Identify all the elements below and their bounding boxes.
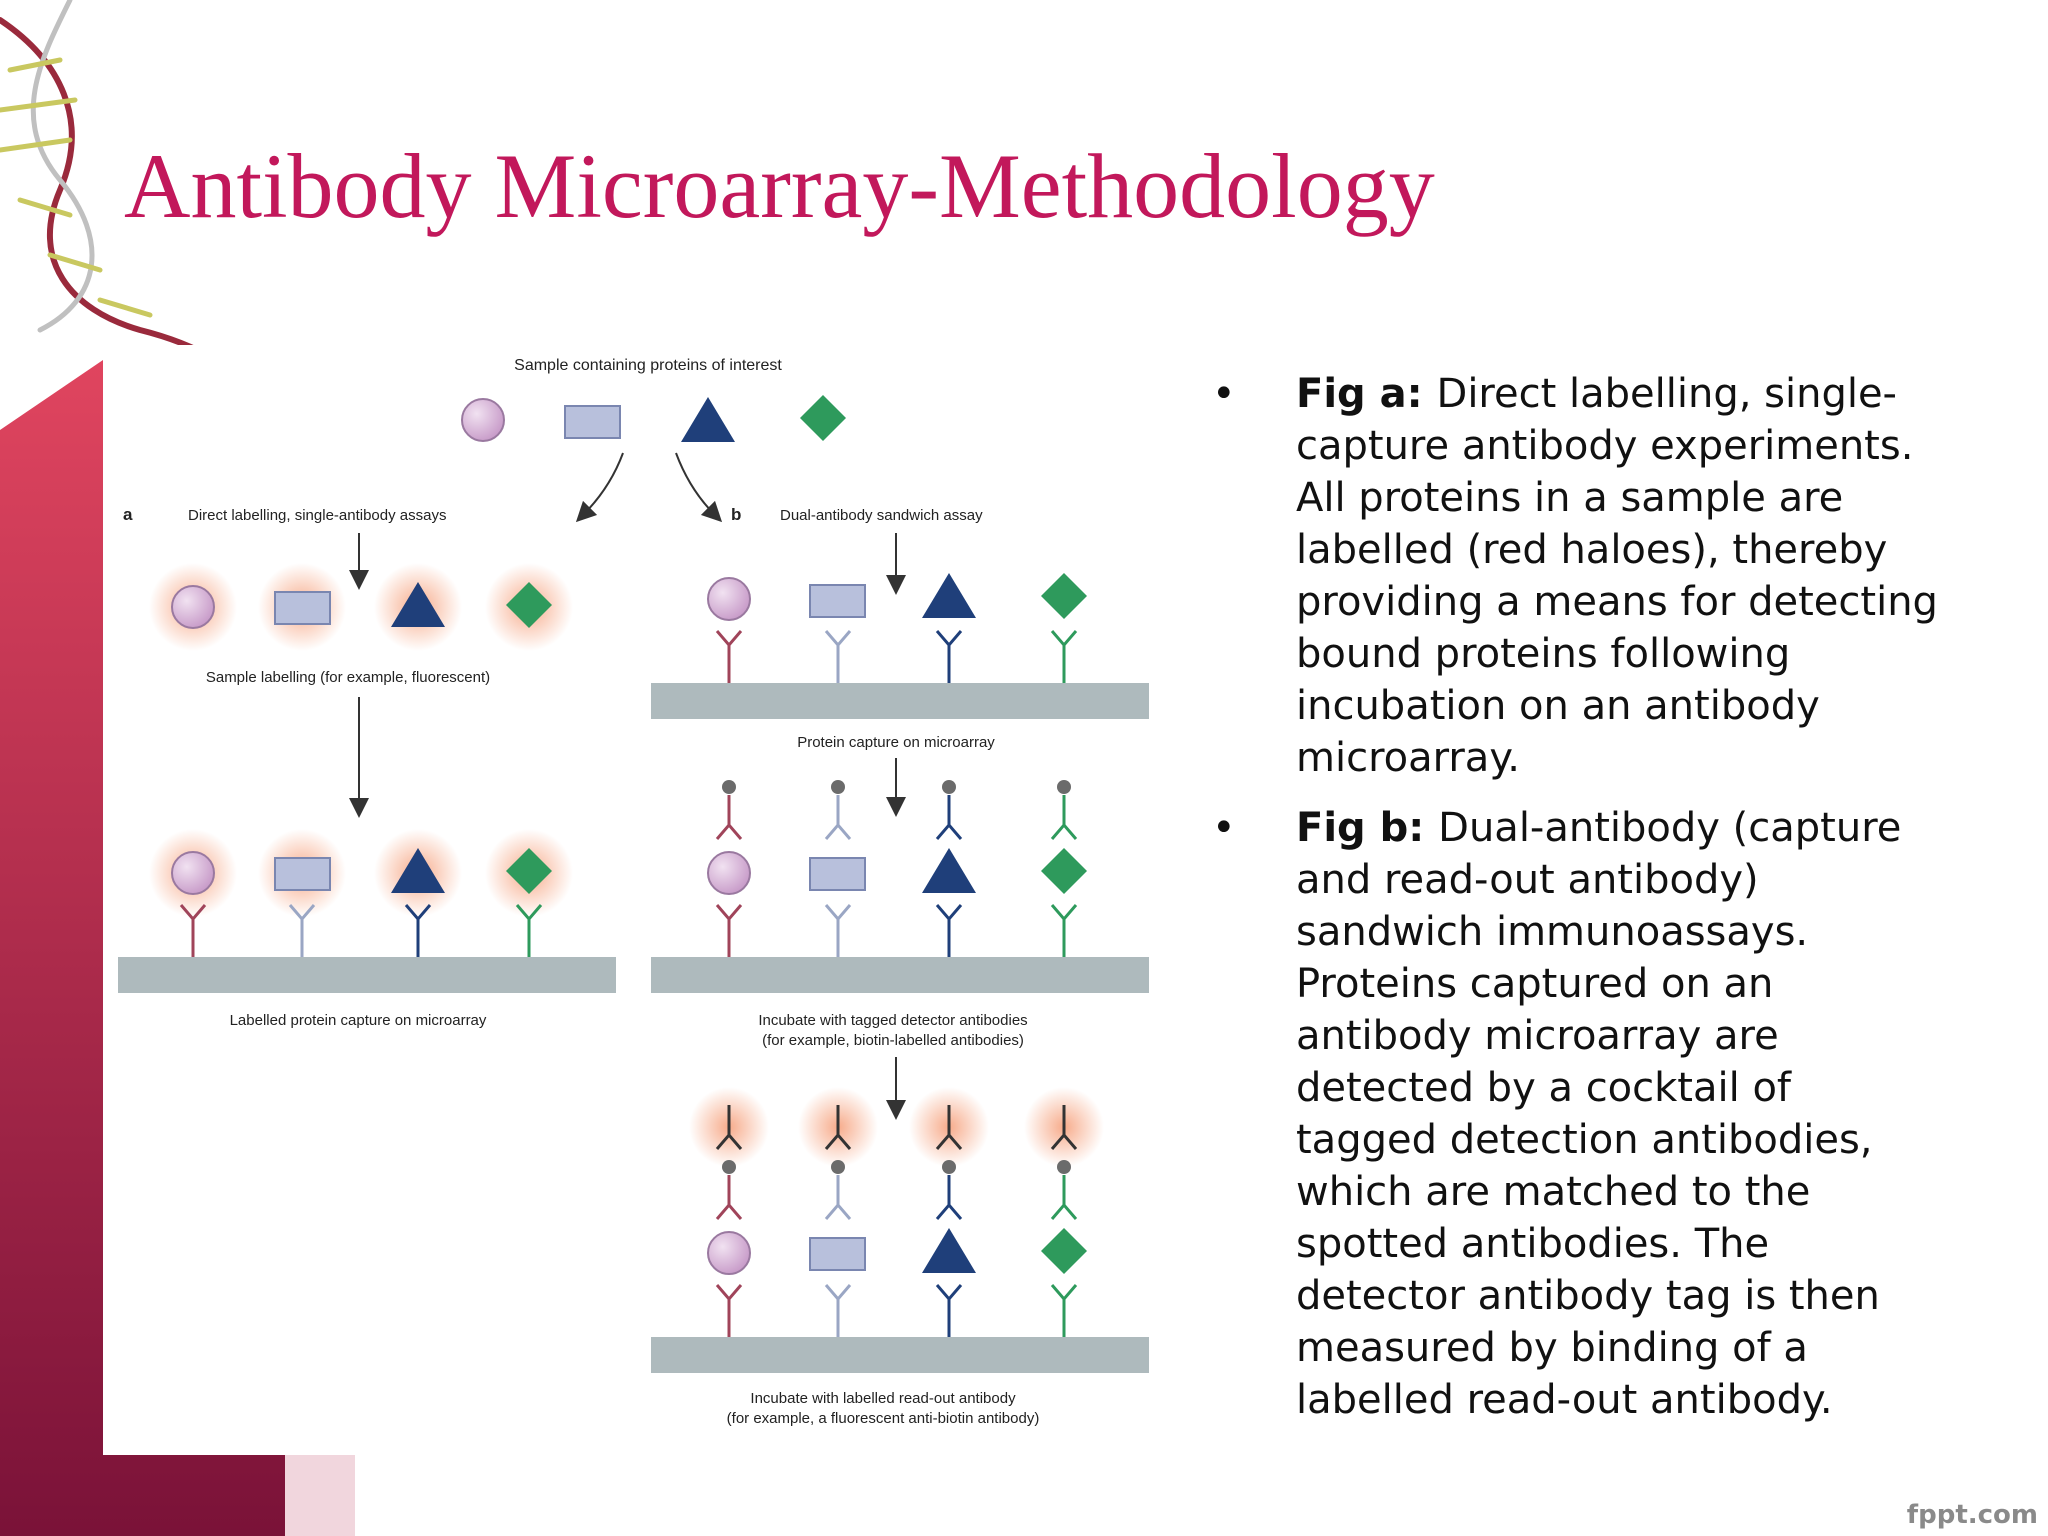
protein-triangle xyxy=(922,1228,976,1273)
bullet-item-fig-a: • Fig a: Direct labelling, single-captur… xyxy=(1212,368,1942,784)
protein-diamond xyxy=(1041,848,1087,894)
biotin-tag xyxy=(831,1160,845,1174)
protein-triangle xyxy=(922,573,976,618)
panel-b-title: Dual-antibody sandwich assay xyxy=(780,507,983,524)
bullet-label: Fig b: xyxy=(1296,805,1439,851)
bullet-text: Direct labelling, single-capture antibod… xyxy=(1296,371,1938,781)
protein-circle xyxy=(171,851,215,895)
protein-triangle xyxy=(391,848,445,893)
panel-b-step2-label-line2: (for example, biotin-labelled antibodies… xyxy=(762,1032,1024,1049)
protein-circle xyxy=(707,1231,751,1275)
panel-b-capture-antibodies-row1 xyxy=(715,630,1078,685)
red-band-shape xyxy=(0,360,285,1536)
panel-a-letter: a xyxy=(123,505,133,524)
panel-b-step2-label-line1: Incubate with tagged detector antibodies xyxy=(758,1012,1027,1029)
bullet-label: Fig a: xyxy=(1296,371,1437,417)
protein-diamond xyxy=(800,395,846,441)
pink-strip xyxy=(285,1455,355,1536)
biotin-tag xyxy=(1057,1160,1071,1174)
protein-circle xyxy=(171,585,215,629)
panel-b-step3-label-line1: Incubate with labelled read-out antibody xyxy=(750,1390,1016,1407)
protein-circle xyxy=(707,851,751,895)
panel-b-microarray-surface-2 xyxy=(651,957,1149,993)
panel-b-microarray-surface-1 xyxy=(651,683,1149,719)
bullet-dot-icon: • xyxy=(1212,371,1236,417)
sample-proteins-row xyxy=(461,395,846,442)
protein-diamond xyxy=(1041,1228,1087,1274)
protein-triangle xyxy=(391,582,445,627)
protein-diamond xyxy=(506,848,552,894)
biotin-tag xyxy=(1057,780,1071,794)
panel-a-step-label: Sample labelling (for example, fluoresce… xyxy=(206,669,490,686)
biotin-tag xyxy=(722,1160,736,1174)
biotin-tag xyxy=(942,1160,956,1174)
methodology-figure: Sample containing proteins of interest a… xyxy=(103,345,1163,1455)
panel-b-letter: b xyxy=(731,505,741,524)
panel-b-captured-row1 xyxy=(707,573,1087,621)
protein-rectangle xyxy=(809,1237,866,1271)
panel-a-microarray-surface xyxy=(118,957,616,993)
figure-diagram: Sample containing proteins of interest a… xyxy=(118,357,1149,1427)
panel-b-microarray-surface-3 xyxy=(651,1337,1149,1373)
panel-a-captured-proteins xyxy=(149,829,573,917)
panel-b-step3-label-line2: (for example, a fluorescent anti-biotin … xyxy=(727,1410,1040,1427)
protein-circle xyxy=(461,398,505,442)
figure-top-label: Sample containing proteins of interest xyxy=(514,357,782,374)
protein-rectangle xyxy=(274,857,331,891)
bullet-list: • Fig a: Direct labelling, single-captur… xyxy=(1212,368,1942,1444)
protein-rectangle xyxy=(809,857,866,891)
panel-a-title: Direct labelling, single-antibody assays xyxy=(188,507,446,524)
branch-arrow-b xyxy=(675,452,723,523)
panel-b-sandwich-row2 xyxy=(707,780,1087,957)
readout-antibodies xyxy=(715,1105,1078,1150)
panel-b-readout-row3 xyxy=(689,1087,1104,1337)
biotin-tag xyxy=(831,780,845,794)
panel-a-capture-antibodies xyxy=(179,904,543,957)
panel-a-bottom-label: Labelled protein capture on microarray xyxy=(230,1012,487,1029)
biotin-tag xyxy=(722,780,736,794)
bullet-text: Dual-antibody (capture and read-out anti… xyxy=(1296,805,1902,1423)
protein-rectangle xyxy=(274,591,331,625)
panel-a-labelled-proteins xyxy=(149,563,573,651)
protein-circle xyxy=(707,577,751,621)
protein-rectangle xyxy=(564,405,621,439)
biotin-tag xyxy=(942,780,956,794)
bullet-item-fig-b: • Fig b: Dual-antibody (capture and read… xyxy=(1212,802,1942,1426)
protein-diamond xyxy=(506,582,552,628)
bullet-dot-icon: • xyxy=(1212,805,1236,851)
footer-brand: fppt.com xyxy=(1906,1500,2038,1530)
protein-rectangle xyxy=(809,584,866,618)
protein-triangle xyxy=(922,848,976,893)
protein-diamond xyxy=(1041,573,1087,619)
branch-arrow-a xyxy=(575,452,624,523)
slide-title: Antibody Microarray-Methodology xyxy=(124,135,1435,237)
panel-b-step1-label: Protein capture on microarray xyxy=(797,734,995,751)
protein-triangle xyxy=(681,397,735,442)
